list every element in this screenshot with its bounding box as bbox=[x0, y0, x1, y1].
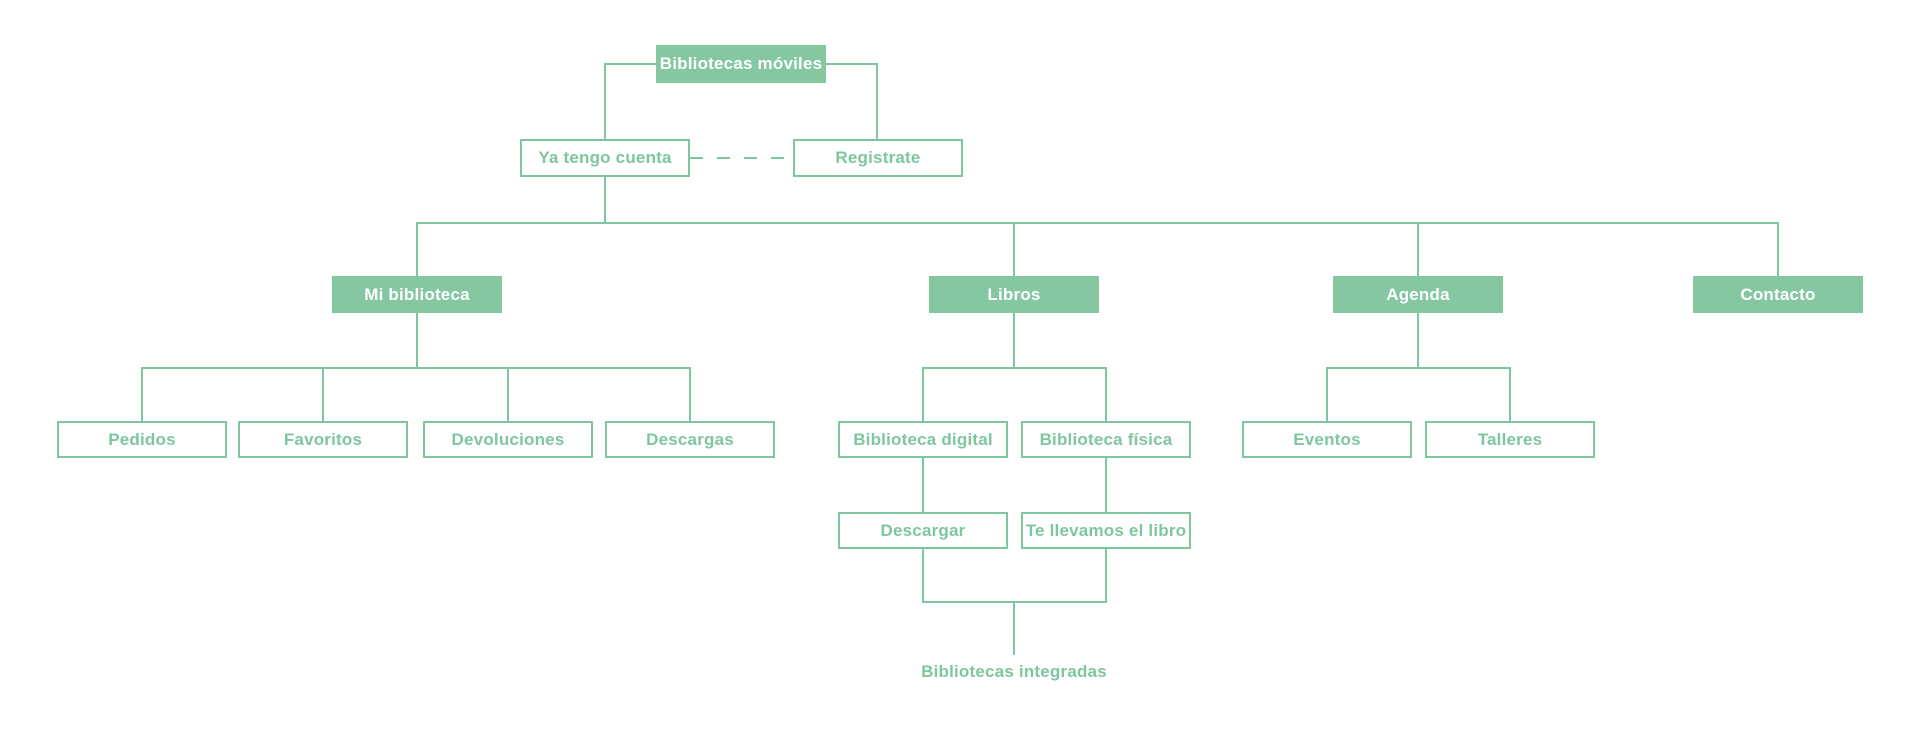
connector-libros-children bbox=[922, 367, 1107, 369]
connector-tellevamos-down bbox=[1105, 549, 1107, 603]
node-biblioteca-fisica[interactable]: Biblioteca física bbox=[1021, 421, 1191, 458]
node-label: Favoritos bbox=[283, 429, 363, 449]
node-label: Agenda bbox=[1386, 284, 1450, 304]
connector-drop-contacto bbox=[1777, 222, 1779, 276]
connector-drop-talleres bbox=[1509, 367, 1511, 421]
node-label: Registrate bbox=[835, 148, 921, 167]
connector-drop-biblioteca-fisica bbox=[1105, 367, 1107, 421]
node-favoritos[interactable]: Favoritos bbox=[238, 421, 408, 458]
connector-drop-favoritos bbox=[322, 367, 324, 421]
node-label: Devoluciones bbox=[451, 429, 565, 449]
connector-descargar-down bbox=[922, 549, 924, 603]
node-label: Libros bbox=[987, 284, 1041, 304]
node-label: Talleres bbox=[1477, 429, 1543, 449]
node-mi-biblioteca[interactable]: Mi biblioteca bbox=[332, 276, 502, 313]
connector-drop-descargas bbox=[689, 367, 691, 421]
node-eventos[interactable]: Eventos bbox=[1242, 421, 1412, 458]
node-libros[interactable]: Libros bbox=[929, 276, 1099, 313]
node-descargar[interactable]: Descargar bbox=[838, 512, 1008, 549]
node-biblioteca-digital[interactable]: Biblioteca digital bbox=[838, 421, 1008, 458]
node-label: Descargas bbox=[646, 429, 734, 449]
node-label: Te llevamos el libro bbox=[1025, 520, 1187, 540]
connector-root-left-v bbox=[604, 63, 606, 139]
node-te-llevamos-el-libro[interactable]: Te llevamos el libro bbox=[1021, 512, 1191, 549]
node-devoluciones[interactable]: Devoluciones bbox=[423, 421, 593, 458]
node-pedidos[interactable]: Pedidos bbox=[57, 421, 227, 458]
connector-mibiblioteca-children bbox=[141, 367, 691, 369]
connector-drop-eventos bbox=[1326, 367, 1328, 421]
node-label: Contacto bbox=[1740, 284, 1816, 304]
node-registrate[interactable]: Registrate bbox=[793, 139, 963, 177]
node-label: Bibliotecas móviles bbox=[659, 54, 823, 73]
node-contacto[interactable]: Contacto bbox=[1693, 276, 1863, 313]
node-label: Eventos bbox=[1293, 429, 1361, 449]
node-label: Biblioteca física bbox=[1039, 429, 1173, 449]
connector-drop-libros bbox=[1013, 222, 1015, 276]
connector-root-right-h bbox=[826, 63, 878, 65]
connector-drop-devoluciones bbox=[507, 367, 509, 421]
node-bibliotecas-moviles[interactable]: Bibliotecas móviles bbox=[656, 45, 826, 83]
connector-drop-pedidos bbox=[141, 367, 143, 421]
node-agenda[interactable]: Agenda bbox=[1333, 276, 1503, 313]
connector-agenda-down bbox=[1417, 313, 1419, 369]
connector-cuenta-down bbox=[604, 177, 606, 223]
node-bibliotecas-integradas: Bibliotecas integradas bbox=[921, 662, 1107, 681]
connector-root-right-v bbox=[876, 63, 878, 139]
node-label: Descargar bbox=[880, 520, 966, 540]
connector-root-left-h bbox=[604, 63, 656, 65]
node-label: Ya tengo cuenta bbox=[538, 148, 672, 167]
connector-dashed-cuenta-registrate bbox=[690, 157, 793, 159]
node-label: Mi biblioteca bbox=[364, 284, 470, 304]
connector-drop-biblioteca-digital bbox=[922, 367, 924, 421]
connector-libros-down bbox=[1013, 313, 1015, 369]
node-talleres[interactable]: Talleres bbox=[1425, 421, 1595, 458]
connector-drop-agenda bbox=[1417, 222, 1419, 276]
node-descargas[interactable]: Descargas bbox=[605, 421, 775, 458]
connector-mibiblioteca-down bbox=[416, 313, 418, 369]
node-label: Biblioteca digital bbox=[853, 429, 993, 449]
connector-fisica-down bbox=[1105, 458, 1107, 512]
connector-digital-down bbox=[922, 458, 924, 512]
connector-agenda-children bbox=[1326, 367, 1511, 369]
connector-merge-down bbox=[1013, 601, 1015, 655]
connector-main-distribution bbox=[416, 222, 1779, 224]
connector-drop-mi-biblioteca bbox=[416, 222, 418, 276]
node-label: Pedidos bbox=[108, 429, 176, 449]
node-ya-tengo-cuenta[interactable]: Ya tengo cuenta bbox=[520, 139, 690, 177]
